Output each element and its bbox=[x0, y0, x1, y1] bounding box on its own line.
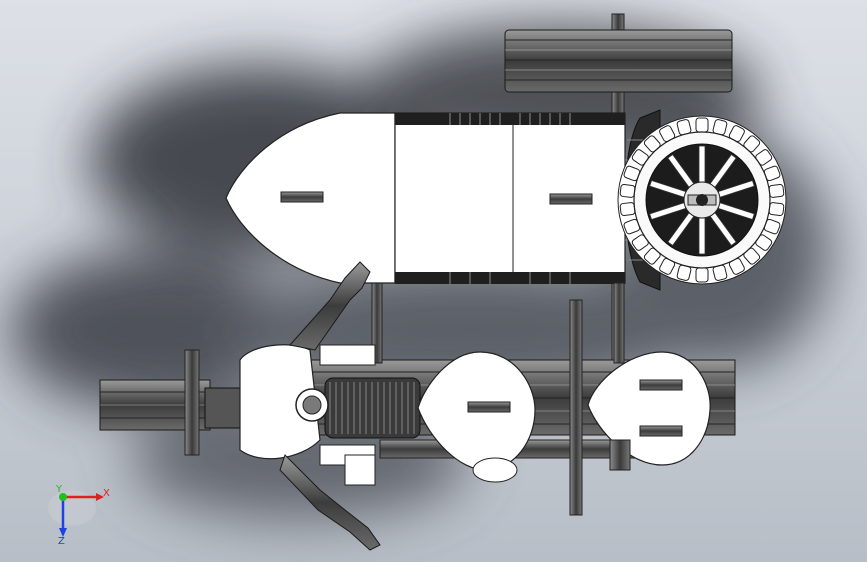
sprocket-tooth bbox=[695, 117, 709, 133]
sprocket-tooth bbox=[768, 202, 785, 217]
handlebar-lower[interactable] bbox=[279, 454, 381, 551]
pulley-drum[interactable] bbox=[504, 29, 733, 93]
small-gear-post[interactable] bbox=[609, 439, 631, 471]
front-hub-block[interactable] bbox=[99, 349, 276, 456]
sprocket-tooth bbox=[619, 202, 636, 217]
wheel-spoke bbox=[698, 145, 706, 183]
body-nose[interactable] bbox=[225, 112, 396, 284]
support-posts[interactable] bbox=[371, 282, 625, 516]
seat-rear[interactable] bbox=[587, 351, 711, 466]
sprocket-wheel[interactable] bbox=[617, 115, 787, 285]
seat-front[interactable] bbox=[417, 351, 536, 483]
coordinate-triad[interactable]: X Y Z bbox=[48, 484, 110, 547]
y-axis-label: Y bbox=[55, 484, 63, 495]
body-box[interactable] bbox=[394, 112, 626, 284]
roller-belt[interactable] bbox=[324, 377, 421, 439]
wheel-spoke bbox=[698, 217, 706, 255]
sprocket-tooth bbox=[695, 267, 709, 283]
sprocket-tooth bbox=[619, 183, 636, 198]
handlebar-upper[interactable] bbox=[289, 261, 371, 351]
x-axis-label: X bbox=[103, 488, 110, 499]
sprocket-tooth bbox=[768, 183, 785, 198]
z-axis-label: Z bbox=[58, 536, 65, 547]
steering-bracket[interactable] bbox=[239, 344, 376, 486]
